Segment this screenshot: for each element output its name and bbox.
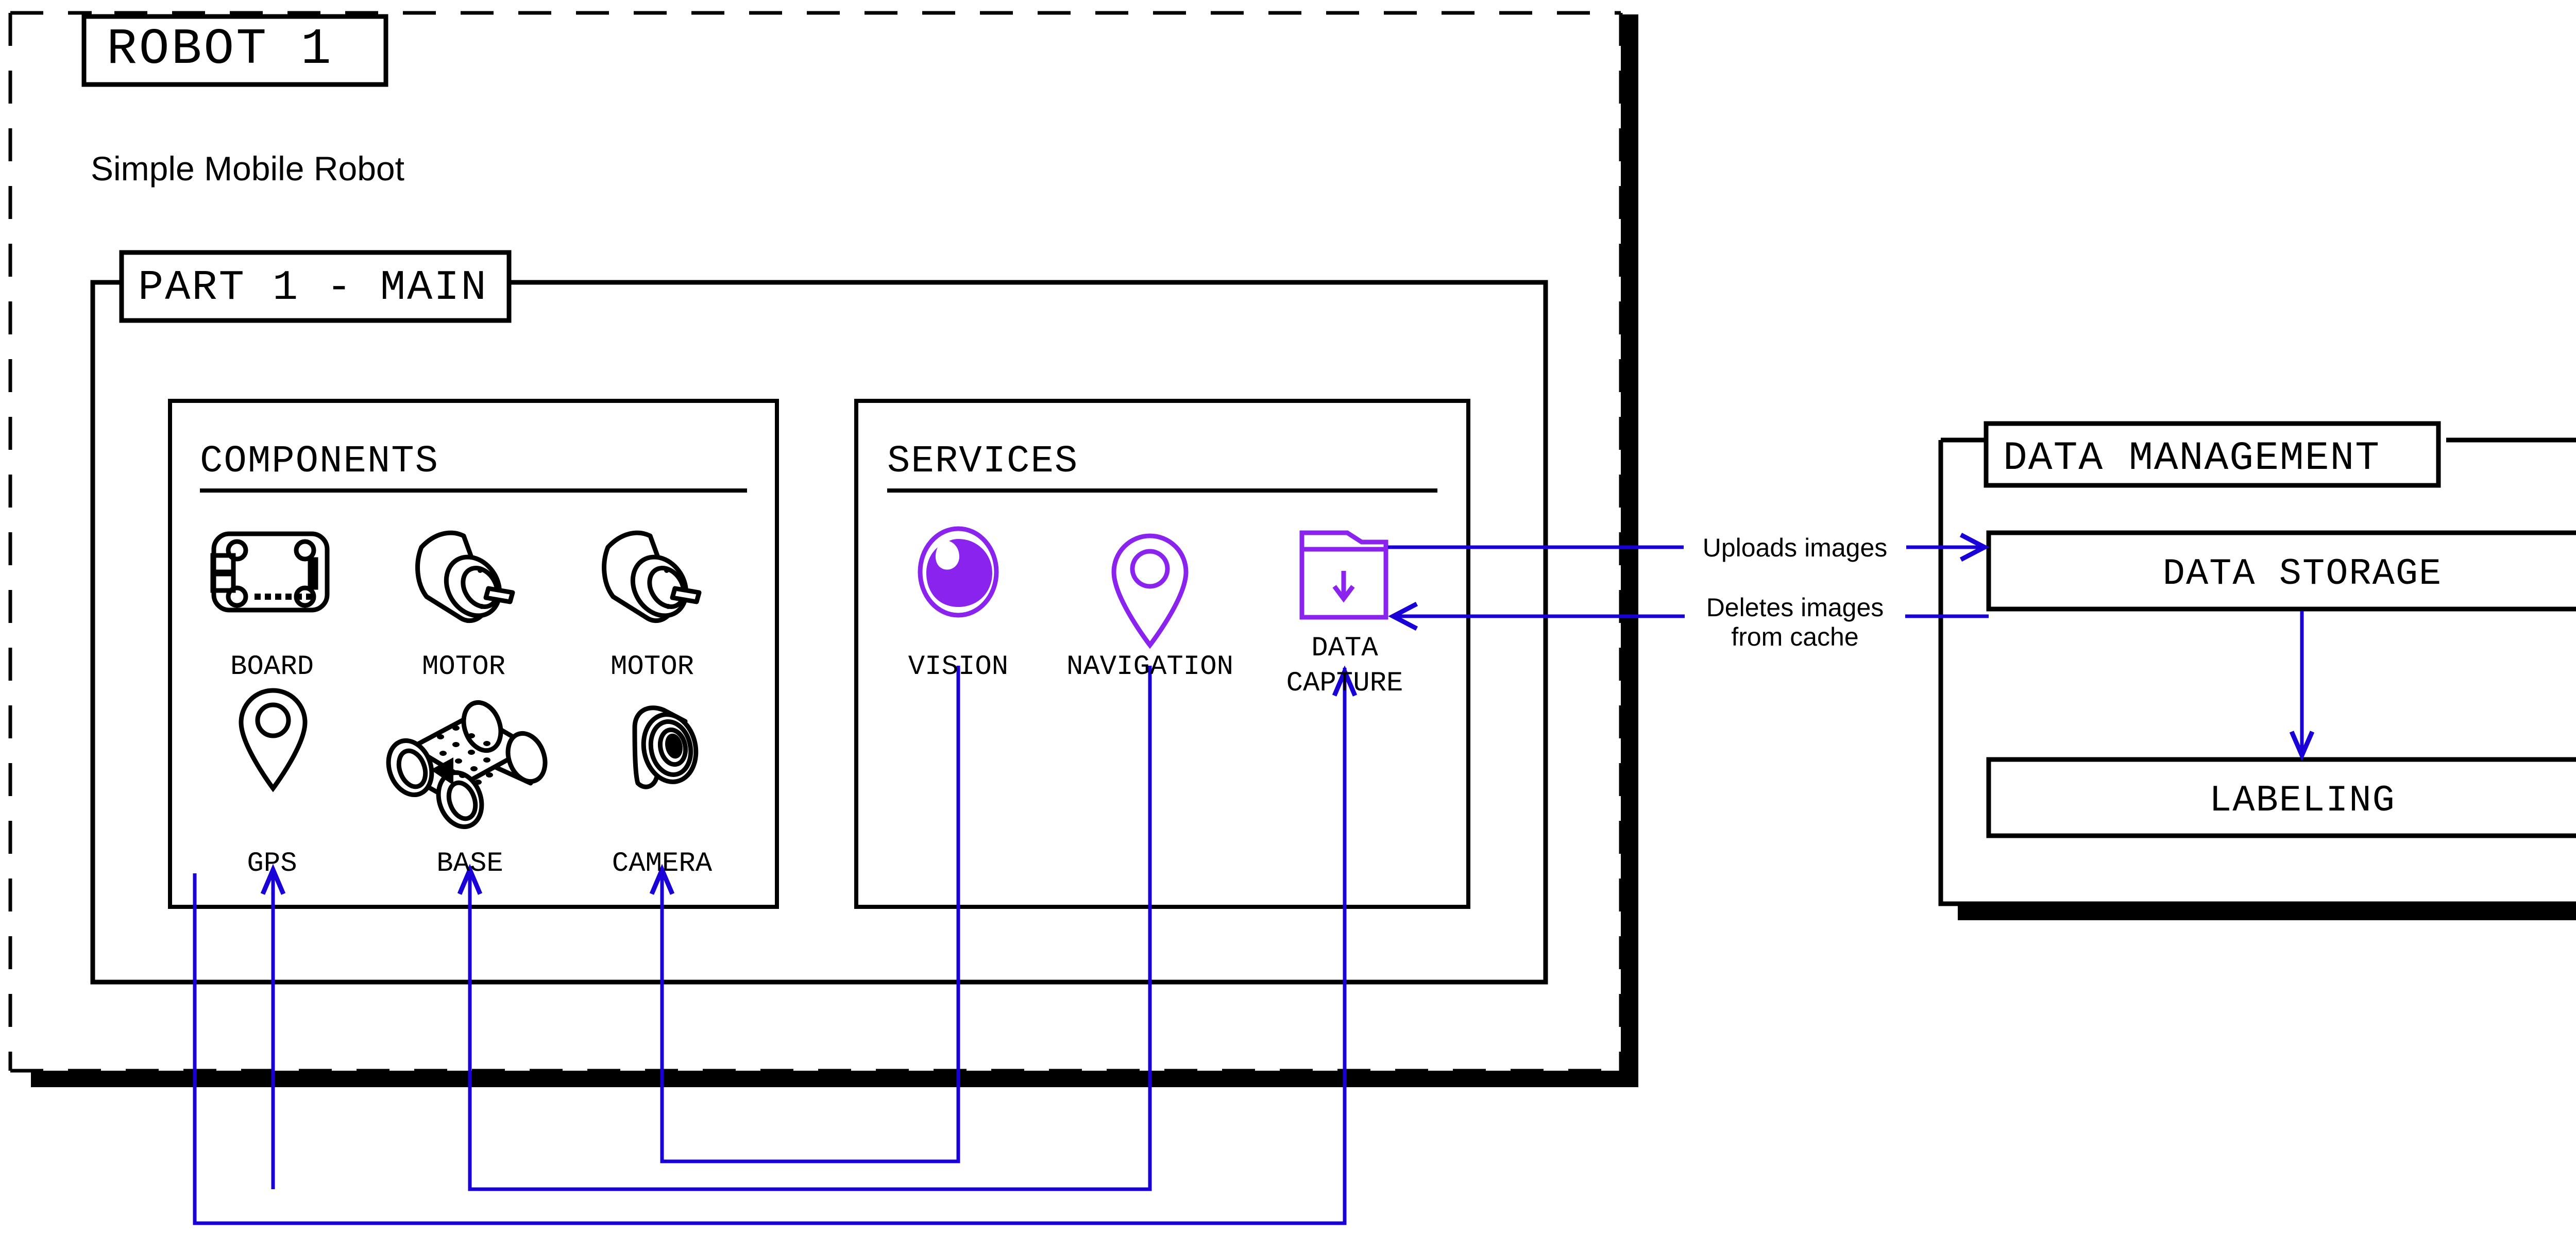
part-title: PART 1 - MAIN [138,264,488,312]
service-label-datacapture-line2: CAPTURE [1286,668,1403,699]
component-label-base: BASE [436,848,503,880]
folder-download-icon [1299,530,1388,620]
arrowhead-uploads [1959,533,1990,562]
robot-title: ROBOT 1 [107,21,333,78]
data-management-border [1938,421,2576,906]
eye-icon [918,526,999,618]
robot-chassis-icon [386,700,548,830]
camera-lens-icon [632,705,699,789]
connector-label-deletes-line1: Deletes images [1706,593,1884,622]
component-label-motor-1: MOTOR [422,651,505,683]
part-container-border [90,250,1548,985]
service-label-datacapture-line1: DATA [1311,633,1378,664]
services-heading: SERVICES [887,440,1078,483]
robot-container-border [8,11,1623,1073]
connector-label-deletes-line2: from cache [1731,622,1858,651]
component-label-camera: CAMERA [612,848,713,880]
robot-title-plate [81,14,388,87]
arrowhead-base [457,864,483,895]
map-pin-icon [239,688,308,792]
circuit-board-icon [210,531,330,613]
connector-lines [193,533,2315,1225]
connector-label-uploads: Uploads images [1703,533,1888,562]
arrowhead-deletes [1388,602,1418,631]
motor-icon [602,530,702,623]
motor-icon [415,530,515,623]
robot-container-shadow [31,14,1638,1087]
component-label-board: BOARD [230,651,314,683]
labeling-block-border [1986,757,2576,838]
component-label-gps: GPS [247,848,297,880]
arrowhead-labeling [2289,731,2315,762]
connector-datacapture-gps [193,675,1347,1225]
labeling-label: LABELING [2209,780,2396,822]
data-storage-block-border [1986,530,2576,612]
map-pin-icon [1111,533,1189,649]
components-heading: COMPONENTS [200,440,439,483]
service-label-vision: VISION [908,651,1008,683]
connector-vision-camera [660,666,960,1163]
arrowhead-camera [649,864,675,895]
connector-navigation-base [468,666,1152,1191]
data-storage-label: DATA STORAGE [2163,553,2442,595]
data-management-shadow [1958,904,2576,920]
service-label-navigation: NAVIGATION [1066,651,1233,683]
robot-subtitle: Simple Mobile Robot [91,149,404,188]
arrowhead-datacapture [1332,665,1358,697]
component-label-motor-2: MOTOR [611,651,694,683]
data-management-title: DATA MANAGEMENT [2003,436,2380,481]
